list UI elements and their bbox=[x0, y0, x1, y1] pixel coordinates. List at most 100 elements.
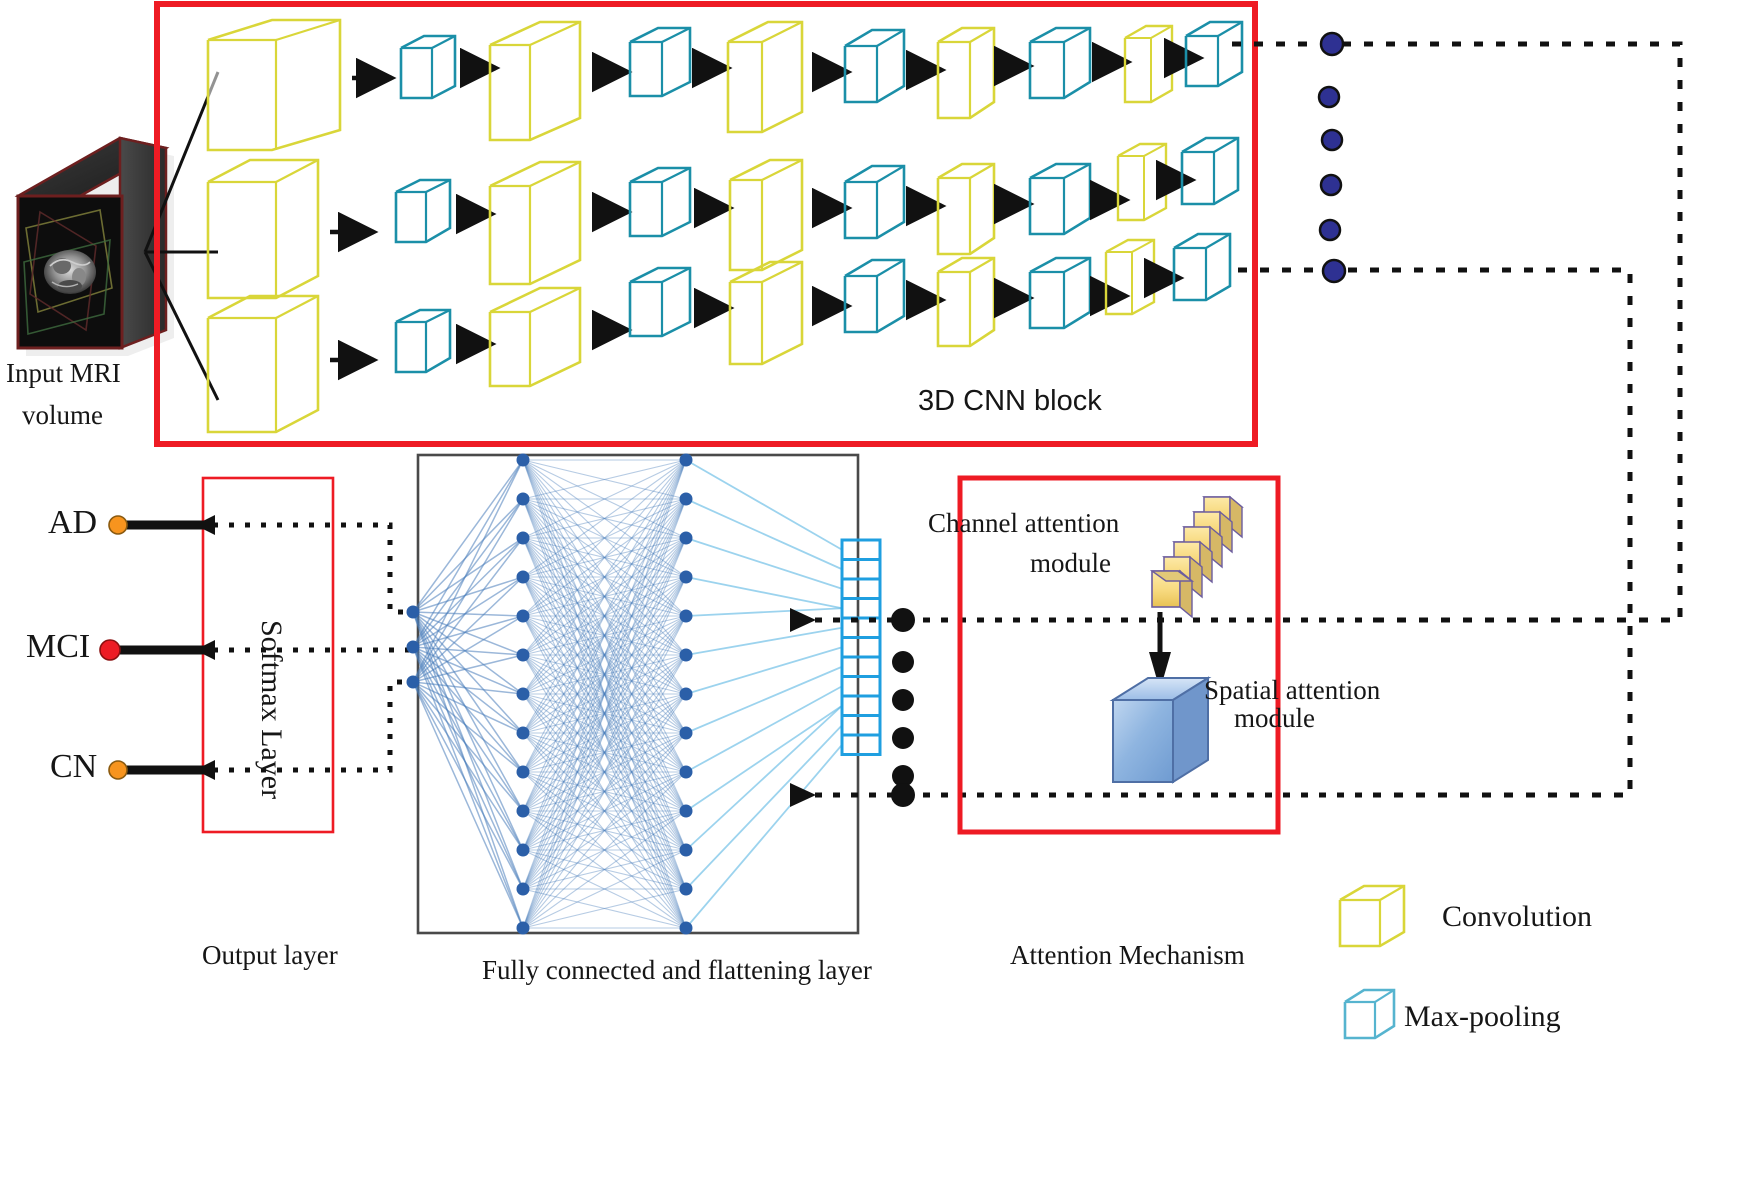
fc-node bbox=[516, 570, 530, 584]
fc-node bbox=[516, 921, 530, 935]
input-label-line1: Input MRI bbox=[6, 358, 121, 388]
fc-node bbox=[679, 843, 693, 857]
convolution-cube bbox=[1123, 24, 1174, 104]
fc-node bbox=[406, 675, 420, 689]
max-pooling-cube bbox=[1184, 20, 1244, 88]
max-pooling-cube bbox=[1028, 256, 1092, 330]
cnn-block-border bbox=[154, 1, 1258, 447]
fc-node bbox=[516, 765, 530, 779]
flattening-column bbox=[840, 538, 882, 756]
output-layer-caption: Output layer bbox=[202, 940, 338, 970]
legend-convolution-cube-icon bbox=[1338, 884, 1406, 948]
output-class-connectors bbox=[99, 515, 215, 780]
flatten-cell bbox=[840, 636, 882, 659]
fc-to-softmax-dotted bbox=[213, 522, 410, 773]
convolution-cube bbox=[936, 162, 996, 256]
max-pooling-cube bbox=[843, 164, 906, 240]
max-pooling-cube bbox=[843, 28, 906, 104]
fc-node bbox=[679, 453, 693, 467]
spatial-attention-label-line1: Spatial attention bbox=[1204, 675, 1381, 705]
convolution-cube bbox=[206, 294, 320, 434]
fc-node bbox=[516, 531, 530, 545]
fc-node bbox=[679, 882, 693, 896]
fc-node bbox=[679, 492, 693, 506]
flatten-cell bbox=[840, 675, 882, 698]
class-label-mci: MCI bbox=[26, 628, 91, 665]
max-pooling-cube bbox=[1028, 26, 1092, 100]
fc-node bbox=[516, 726, 530, 740]
attention-caption: Attention Mechanism bbox=[1010, 940, 1245, 970]
channel-attention-module-icon bbox=[1149, 495, 1244, 619]
fc-node bbox=[679, 687, 693, 701]
fc-node bbox=[516, 648, 530, 662]
max-pooling-cube bbox=[628, 166, 692, 238]
legend-label-convolution: Convolution bbox=[1442, 900, 1593, 933]
flatten-cell bbox=[840, 577, 882, 600]
convolution-cube bbox=[728, 158, 804, 272]
legend-label-maxpooling: Max-pooling bbox=[1404, 1000, 1561, 1033]
attention-dot-column bbox=[891, 608, 915, 807]
class-label-ad: AD bbox=[48, 504, 98, 541]
flatten-cell bbox=[840, 538, 882, 561]
convolution-cube bbox=[488, 286, 582, 388]
convolution-cube bbox=[936, 26, 996, 120]
convolution-cube bbox=[1104, 238, 1156, 316]
spatial-attention-label-line2: module bbox=[1234, 703, 1315, 733]
softmax-layer-label: Softmax Layer bbox=[255, 620, 288, 800]
flatten-cell bbox=[840, 694, 882, 717]
fc-node bbox=[516, 882, 530, 896]
input-mri-volume bbox=[14, 136, 174, 356]
cnn-row-2 bbox=[206, 136, 1240, 300]
class-label-cn: CN bbox=[50, 748, 98, 785]
feature-dot-column bbox=[1317, 31, 1347, 284]
max-pooling-cube bbox=[1028, 162, 1092, 236]
max-pooling-cube bbox=[1180, 136, 1240, 206]
output-layer-box bbox=[201, 476, 335, 834]
flatten-cell bbox=[840, 597, 882, 620]
spatial-attention-module-icon bbox=[1109, 676, 1212, 784]
fc-layer-caption: Fully connected and flattening layer bbox=[482, 955, 872, 985]
fc-node bbox=[516, 687, 530, 701]
max-pooling-cube bbox=[628, 266, 692, 338]
fc-node bbox=[406, 640, 420, 654]
input-label-line2: volume bbox=[22, 400, 103, 430]
convolution-cube bbox=[206, 158, 320, 300]
attention-bus-arrowheads bbox=[790, 608, 816, 807]
convolution-cube bbox=[488, 20, 582, 142]
convolution-cube bbox=[936, 256, 996, 348]
cnn-to-attention-routing bbox=[1232, 41, 1683, 798]
fc-node bbox=[516, 843, 530, 857]
fc-node bbox=[679, 648, 693, 662]
max-pooling-cube bbox=[399, 34, 457, 100]
convolution-cube bbox=[1116, 142, 1168, 222]
fc-node bbox=[679, 570, 693, 584]
convolution-cube bbox=[728, 260, 804, 366]
max-pooling-cube bbox=[1172, 232, 1232, 302]
legend-maxpooling-cube-icon bbox=[1343, 988, 1396, 1040]
fc-node bbox=[679, 921, 693, 935]
fc-node bbox=[679, 609, 693, 623]
cnn-row-3 bbox=[206, 232, 1232, 434]
fc-node bbox=[679, 804, 693, 818]
fc-node bbox=[679, 726, 693, 740]
cnn-block-label: 3D CNN block bbox=[918, 385, 1102, 417]
channel-attention-label-line1: Channel attention bbox=[928, 508, 1120, 538]
attention-box bbox=[957, 475, 1281, 835]
convolution-cube bbox=[206, 18, 342, 152]
cnn-row-1 bbox=[206, 18, 1244, 152]
fc-node bbox=[679, 765, 693, 779]
fc-node bbox=[516, 609, 530, 623]
fc-node bbox=[516, 804, 530, 818]
fc-node bbox=[516, 453, 530, 467]
convolution-cube bbox=[726, 20, 804, 134]
channel-attention-label-line2: module bbox=[1030, 548, 1111, 578]
channel-to-spatial-arrow bbox=[1149, 612, 1171, 690]
fc-node bbox=[516, 492, 530, 506]
flatten-cell bbox=[840, 558, 882, 581]
max-pooling-cube bbox=[394, 178, 452, 244]
max-pooling-cube bbox=[843, 258, 906, 334]
flatten-cell bbox=[840, 733, 882, 756]
convolution-cube bbox=[488, 160, 582, 286]
